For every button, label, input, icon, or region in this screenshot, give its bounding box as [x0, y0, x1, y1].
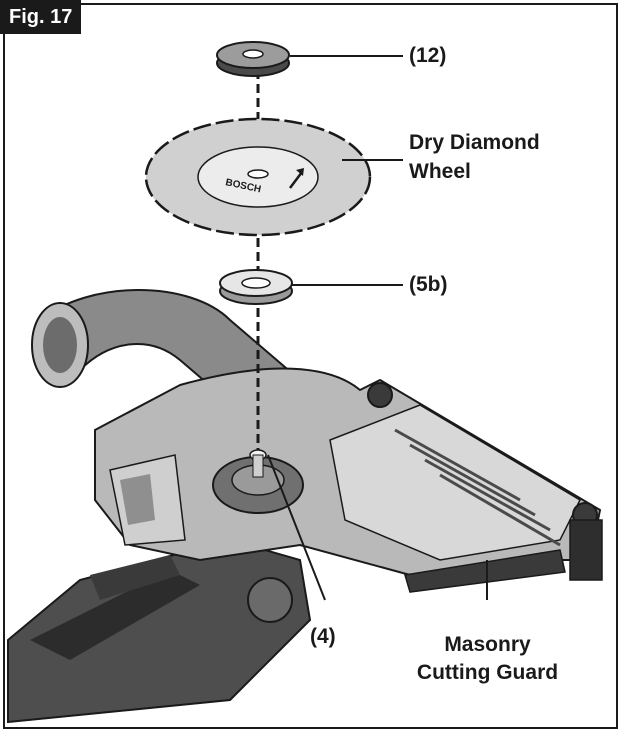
callout-wheel-line-1: Dry Diamond	[409, 131, 540, 154]
dry-diamond-wheel: BOSCH	[144, 117, 372, 237]
callout-wheel-line-2: Wheel	[409, 160, 471, 183]
flange-nut-12	[216, 41, 290, 77]
masonry-cutting-guard	[94, 367, 603, 593]
angle-grinder-body	[7, 538, 312, 724]
callout-guard-line-2: Cutting Guard	[416, 661, 559, 684]
callout-mounting-flange: (5b)	[409, 273, 448, 296]
figure-number-tab: Fig. 17	[0, 0, 82, 34]
callout-flange-nut: (12)	[409, 44, 447, 67]
callout-spindle: (4)	[310, 625, 336, 648]
spindle-assembly	[212, 449, 304, 514]
callout-guard-line-1: Masonry	[444, 633, 531, 656]
callout-leader-lines	[267, 55, 488, 601]
mounting-flange-5b	[219, 269, 293, 305]
